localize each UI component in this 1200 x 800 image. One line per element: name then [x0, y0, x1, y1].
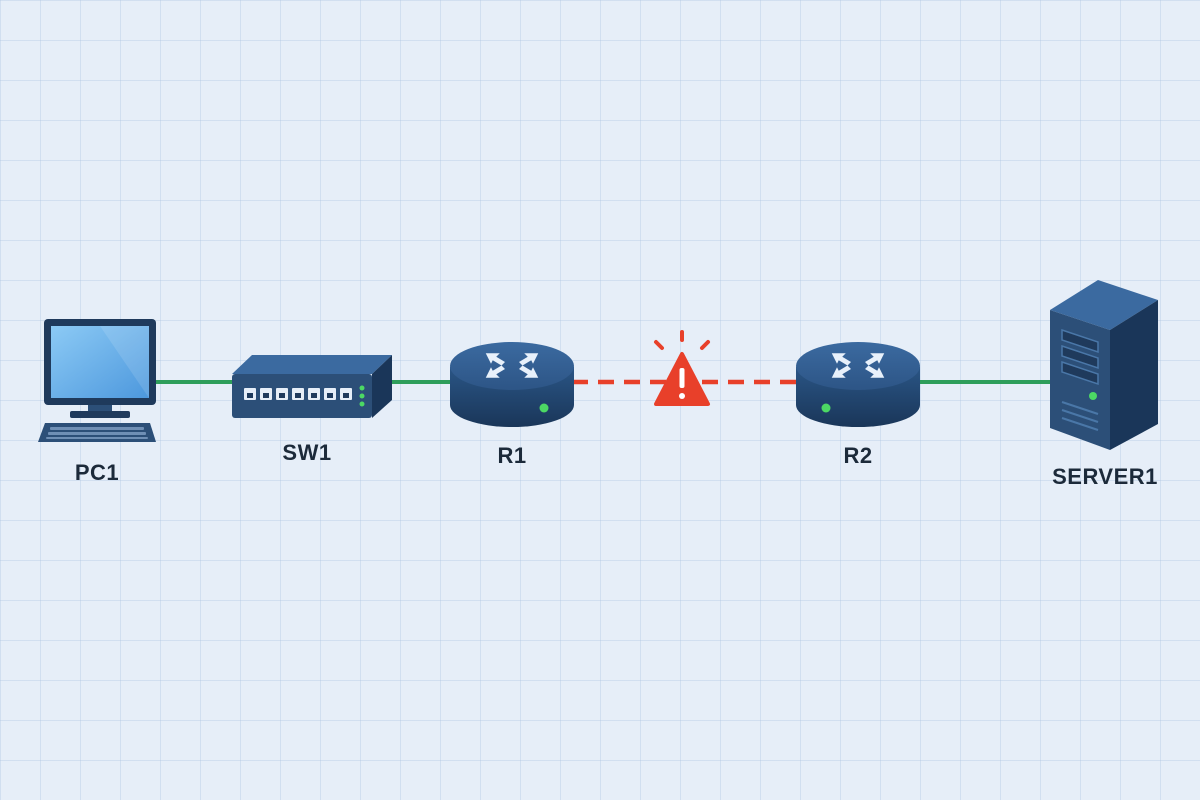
server1-label: SERVER1 [1052, 464, 1158, 489]
sw1-label: SW1 [282, 440, 332, 465]
server-icon[interactable] [1050, 280, 1158, 450]
router-icon[interactable] [796, 342, 920, 427]
pc-icon[interactable] [38, 319, 156, 442]
router-icon[interactable] [450, 342, 574, 427]
warning-icon [654, 330, 710, 406]
switch-icon[interactable] [232, 355, 392, 418]
r2-label: R2 [843, 443, 873, 468]
pc1-label: PC1 [74, 460, 120, 485]
r1-label: R1 [497, 443, 527, 468]
